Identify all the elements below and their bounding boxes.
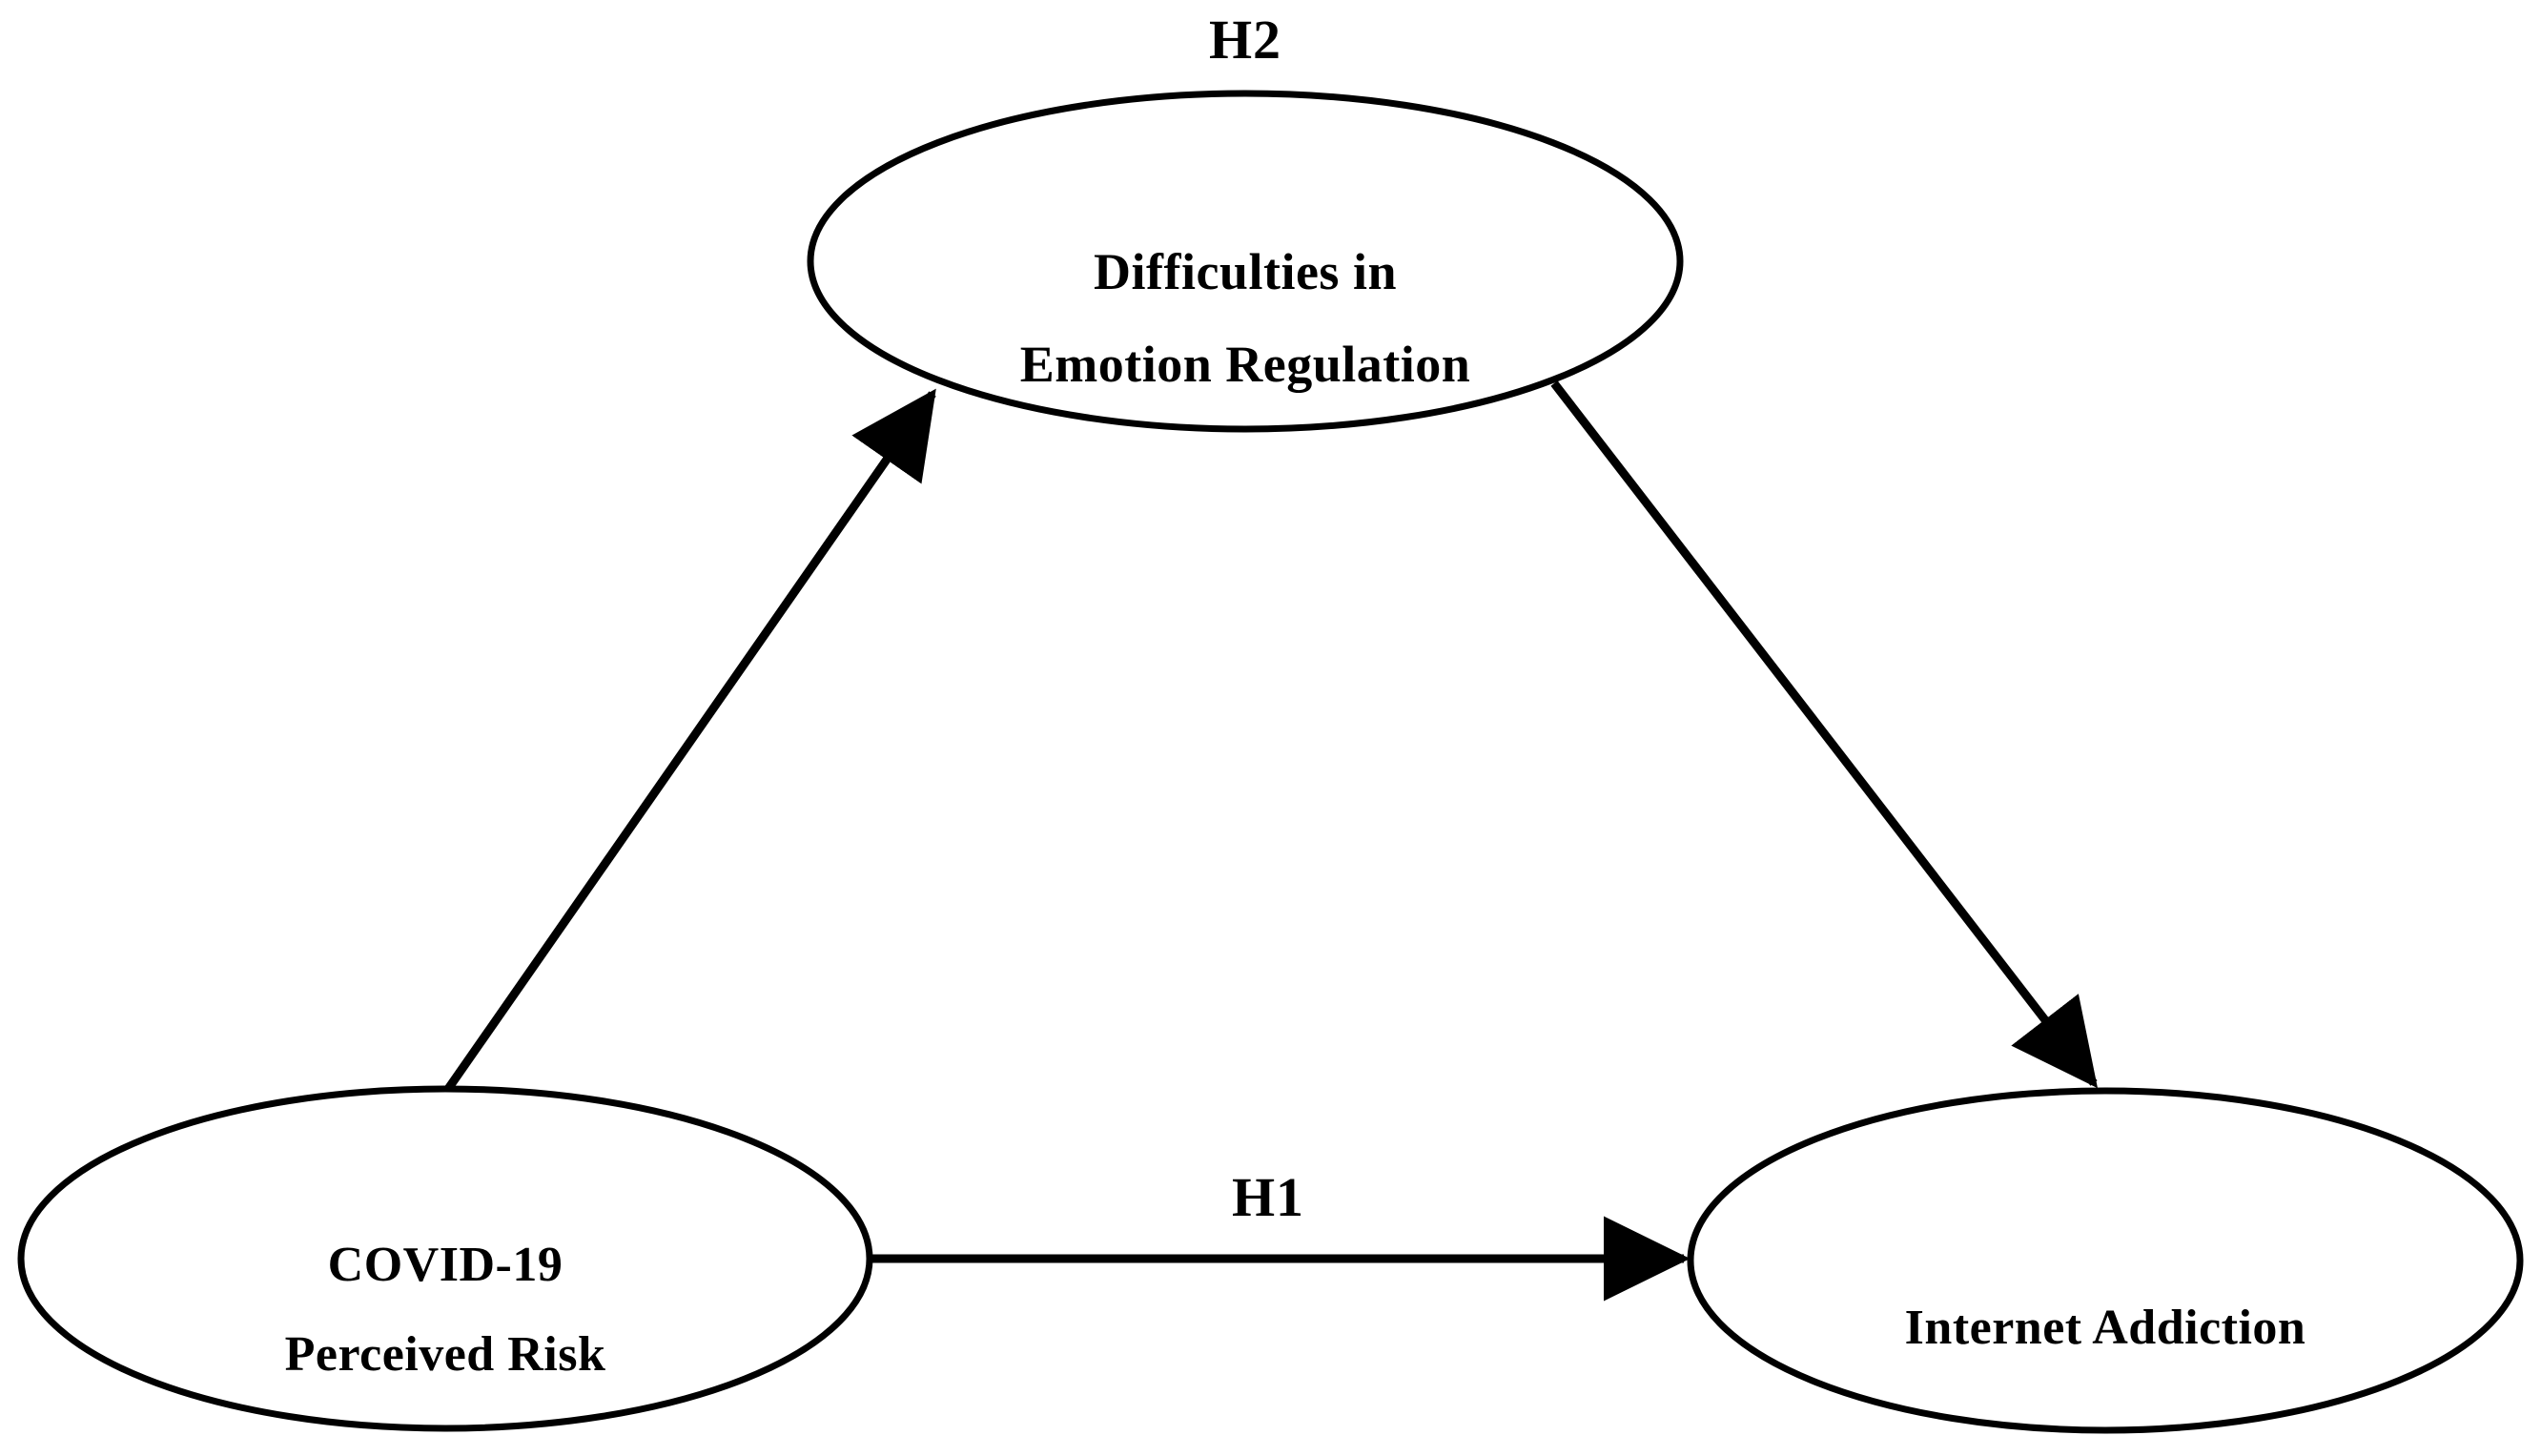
node-ellipse-covid-perceived-risk[interactable] [17, 1085, 873, 1432]
node-ellipse-internet-addiction[interactable] [1687, 1087, 2524, 1434]
arrow-emotion-regulation-to-internet-addiction[interactable] [1550, 380, 2099, 1089]
arrow-covid-to-emotion-regulation[interactable] [444, 388, 936, 1092]
node-ellipse-emotion-regulation[interactable] [807, 90, 1684, 433]
